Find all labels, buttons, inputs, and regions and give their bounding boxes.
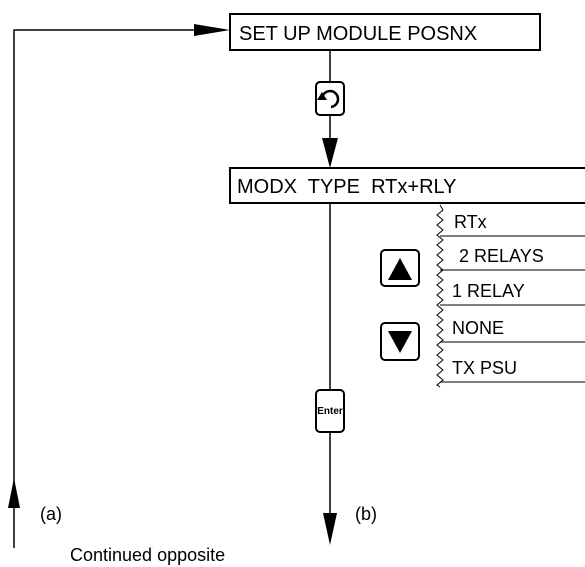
option-1-relay: 1 RELAY [452, 281, 525, 301]
enter-key[interactable]: Enter [315, 389, 345, 433]
option-tx-psu: TX PSU [452, 358, 517, 378]
continued-opposite-label: Continued opposite [70, 545, 225, 565]
rotate-key-icon[interactable] [315, 81, 345, 116]
return-loop-a [8, 24, 230, 548]
label-b: (b) [355, 504, 377, 524]
connector-b [323, 203, 337, 545]
option-rtx: RTx [454, 212, 487, 232]
label-a: (a) [40, 504, 62, 524]
option-2-relays: 2 RELAYS [459, 246, 544, 266]
modx-type-box: MODX TYPE RTx+RLY [229, 167, 585, 204]
modx-type-text: MODX TYPE RTx+RLY [237, 176, 457, 198]
options-list: RTx 2 RELAYS 1 RELAY NONE TX PSU [436, 204, 585, 388]
enter-key-label: Enter [317, 406, 343, 417]
up-arrow-key-icon[interactable] [380, 249, 420, 287]
option-none: NONE [452, 318, 504, 338]
set-up-module-box: SET UP MODULE POSNX [229, 13, 541, 51]
down-arrow-key-icon[interactable] [380, 322, 420, 361]
set-up-module-text: SET UP MODULE POSNX [239, 23, 477, 45]
connector-arrow-to-menu [322, 115, 338, 168]
